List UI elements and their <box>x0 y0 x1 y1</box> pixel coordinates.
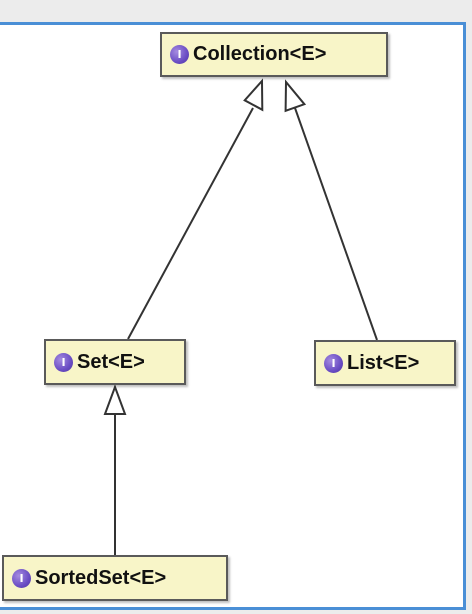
node-label: Set<E> <box>77 350 145 373</box>
inheritance-arrowhead <box>284 79 307 113</box>
node-list[interactable]: I List<E> <box>314 340 456 386</box>
interface-icon: I <box>324 353 343 373</box>
interface-icon: I <box>170 45 189 64</box>
node-sortedset[interactable]: I SortedSet<E> <box>2 555 228 601</box>
node-set[interactable]: I Set<E> <box>44 339 186 385</box>
diagram-canvas <box>0 22 466 610</box>
interface-icon: I <box>12 568 31 588</box>
inheritance-arrowhead <box>243 78 264 112</box>
node-label: SortedSet<E> <box>35 566 167 589</box>
node-collection[interactable]: I Collection<E> <box>160 32 388 77</box>
interface-icon: I <box>54 352 73 372</box>
node-label: List<E> <box>347 351 420 374</box>
edge-set-to-collection <box>127 107 254 340</box>
node-label: Collection<E> <box>193 43 327 65</box>
inheritance-arrowhead <box>103 384 127 415</box>
edge-list-to-collection <box>294 107 378 341</box>
